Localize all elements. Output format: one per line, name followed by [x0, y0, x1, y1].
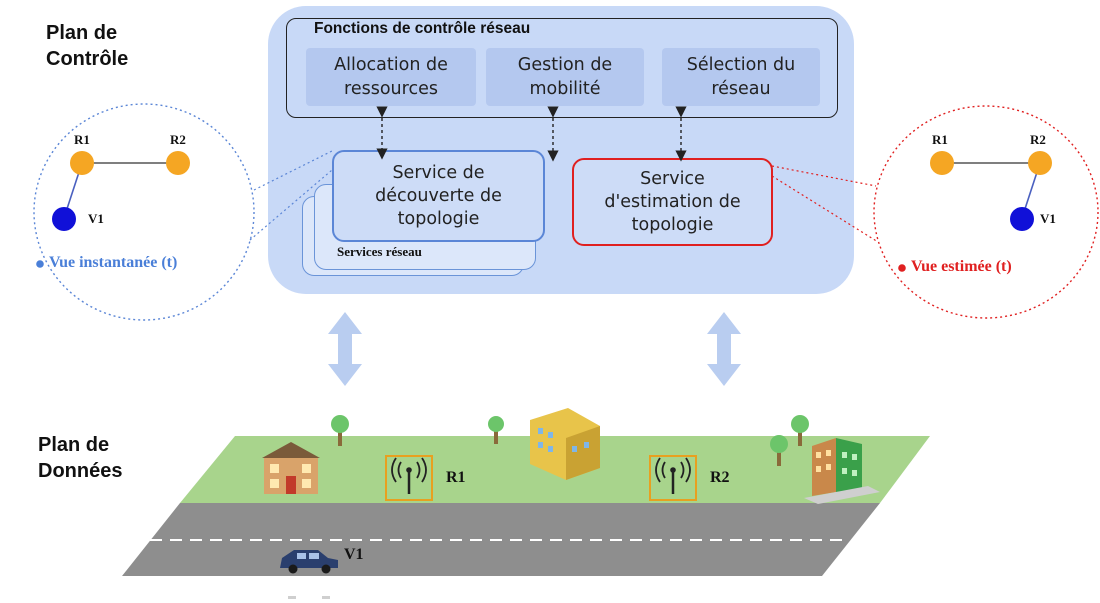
topology-discovery-service: Service de découverte de topologie — [332, 150, 545, 242]
tree-icon — [770, 435, 788, 466]
instant-view-r1-label: R1 — [74, 132, 90, 147]
router-node-r1 — [70, 151, 94, 175]
service-label-line1: Service — [640, 168, 705, 189]
function-label-line1: Allocation de — [334, 55, 448, 75]
bullet-icon — [36, 260, 44, 268]
network-services-caption: Services réseau — [337, 244, 422, 259]
instant-view-bubble — [33, 103, 335, 321]
estimated-view-r1-label: R1 — [932, 132, 948, 147]
topology-estimation-service: Service d'estimation de topologie — [572, 158, 773, 246]
plane-link-arrow-left — [328, 312, 362, 386]
data-plane-label-line1: Plan de — [38, 434, 110, 456]
estimated-view-bubble — [771, 105, 1099, 319]
antenna-icon-r1 — [385, 455, 433, 501]
antenna-icon-r2 — [649, 455, 697, 501]
building-icon — [530, 408, 600, 480]
service-label-line3: topologie — [631, 214, 714, 235]
estimated-view-v1-label: V1 — [1040, 211, 1056, 226]
instant-view-r2-label: R2 — [170, 132, 186, 147]
function-label-line2: mobilité — [529, 79, 601, 99]
function-mobility-management: Gestion de mobilité — [486, 48, 644, 106]
service-label-line2: d'estimation de — [604, 191, 741, 212]
control-plane-label-line1: Plan de — [46, 22, 118, 44]
function-label-line1: Gestion de — [517, 55, 613, 75]
vehicle-label-v1: V1 — [344, 546, 364, 563]
vehicle-node-v1 — [1010, 207, 1034, 231]
functions-title: Fonctions de contrôle réseau — [314, 20, 531, 37]
plane-link-arrow-right — [707, 312, 741, 386]
router-node-r2 — [1028, 151, 1052, 175]
router-node-r1 — [930, 151, 954, 175]
car-icon — [280, 550, 338, 574]
tree-icon — [488, 416, 504, 444]
router-node-r2 — [166, 151, 190, 175]
instant-view-label: Vue instantanée (t) — [49, 254, 178, 271]
service-label-line3: topologie — [397, 208, 480, 229]
estimated-view-label: Vue estimée (t) — [911, 258, 1012, 275]
control-plane-label: Plan de Contrôle — [46, 20, 128, 72]
estimated-view-r2-label: R2 — [1030, 132, 1046, 147]
house-icon — [262, 442, 320, 494]
router-label-r2: R2 — [710, 469, 730, 486]
service-label-line1: Service de — [392, 162, 485, 183]
function-network-selection: Sélection du réseau — [662, 48, 820, 106]
data-plane-label: Plan de Données — [38, 432, 122, 484]
tree-icon — [331, 415, 349, 446]
tree-icon — [791, 415, 809, 446]
control-plane-label-line2: Contrôle — [46, 48, 129, 70]
function-label-line2: réseau — [711, 79, 771, 99]
function-resource-allocation: Allocation de ressources — [306, 48, 476, 106]
bullet-icon — [898, 264, 906, 272]
service-label-line2: découverte de — [375, 185, 502, 206]
data-plane-label-line2: Données — [38, 460, 123, 482]
vehicle-node-v1 — [52, 207, 76, 231]
function-label-line2: ressources — [344, 79, 438, 99]
instant-view-v1-label: V1 — [88, 211, 104, 226]
function-service-connectors — [376, 106, 687, 162]
building-icon — [804, 438, 880, 504]
network-control-functions-box — [286, 18, 838, 118]
function-label-line1: Sélection du — [686, 55, 796, 75]
router-label-r1: R1 — [446, 469, 466, 486]
data-plane-scene — [122, 408, 930, 599]
